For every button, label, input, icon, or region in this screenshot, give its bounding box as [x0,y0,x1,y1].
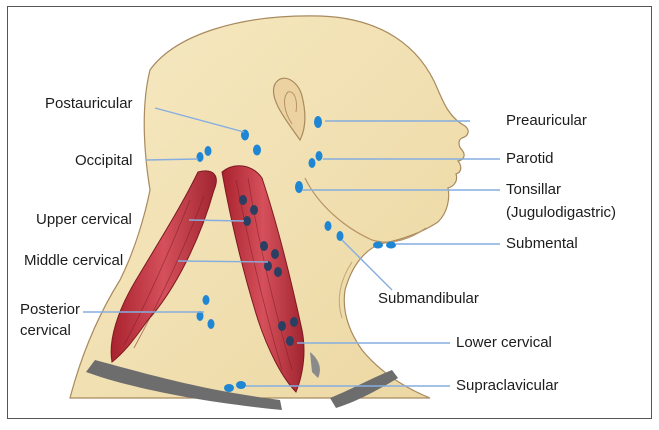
label-tonsillar-line1: Tonsillar [506,181,561,199]
label-preauricular: Preauricular [506,112,587,130]
leader-middle-cervical [178,261,268,262]
label-tonsillar-line2: (Jugulodigastric) [506,204,616,222]
node-supraclavicular-2 [236,381,246,389]
leader-upper-cervical [189,220,244,221]
node-posterior-cervical-3 [208,319,215,329]
node-submental-2 [386,242,396,249]
node-postauricular-2 [253,145,261,156]
label-occipital: Occipital [75,152,133,170]
label-middle-cervical: Middle cervical [24,252,123,270]
node-submandibular-1 [325,221,332,231]
label-parotid: Parotid [506,150,554,168]
node-lower-cervical-3 [286,336,294,346]
node-occipital-1 [197,152,204,162]
node-preauricular [314,116,322,128]
node-submental-1 [373,242,383,249]
node-occipital-2 [205,146,212,156]
label-supraclavicular: Supraclavicular [456,377,559,395]
label-postauricular: Postauricular [45,95,133,113]
leader-occipital [146,159,198,160]
node-lower-cervical-1 [278,321,286,331]
node-submandibular-2 [337,231,344,241]
node-parotid-1 [309,158,316,168]
label-submental: Submental [506,235,578,253]
node-posterior-cervical-1 [203,295,210,305]
node-middle-cervical-2 [271,249,279,259]
node-tonsillar [295,181,303,193]
node-upper-cervical-3 [243,216,251,226]
label-posterior-cervical-line2: cervical [20,322,71,340]
node-parotid-2 [316,151,323,161]
node-upper-cervical-2 [250,205,258,215]
node-lower-cervical-2 [290,317,298,327]
node-upper-cervical-1 [239,195,247,205]
label-upper-cervical: Upper cervical [36,211,132,229]
label-posterior-cervical-line1: Posterior [20,301,80,319]
node-middle-cervical-1 [260,241,268,251]
label-submandibular: Submandibular [378,290,479,308]
node-middle-cervical-4 [274,267,282,277]
label-lower-cervical: Lower cervical [456,334,552,352]
node-supraclavicular-1 [224,384,234,392]
